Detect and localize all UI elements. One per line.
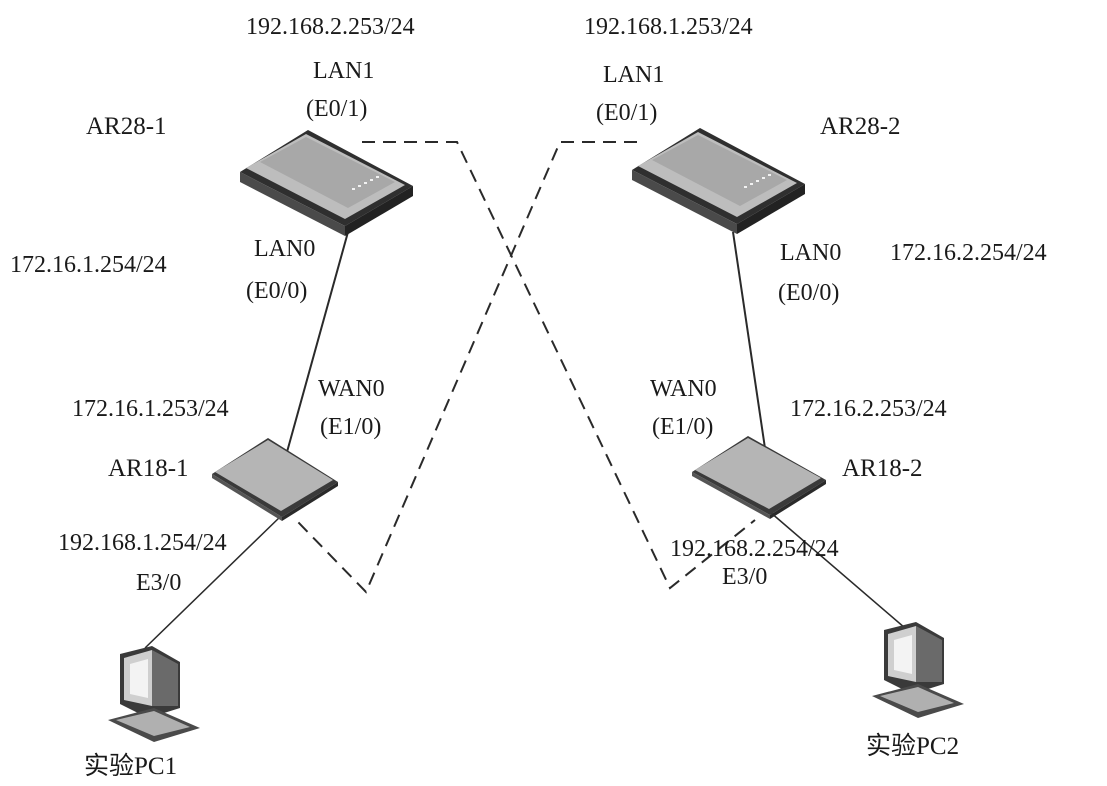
link-ar28-1-to-ar18-1 — [286, 231, 349, 453]
ar18-1-e30-port: E3/0 — [136, 570, 182, 596]
pc1-name: 实验PC1 — [84, 753, 178, 780]
ar18-1-wan0-ip: 172.16.1.253/24 — [72, 396, 229, 422]
pc2-computer-icon — [872, 622, 964, 718]
ar18-2-e30-port: E3/0 — [722, 564, 768, 590]
router-ar18-1-icon — [212, 438, 338, 521]
ar28-2-lan1-name: LAN1 — [603, 62, 665, 88]
router-ar28-2-icon — [632, 128, 805, 234]
ar28-1-lan1-name: LAN1 — [313, 58, 375, 84]
ar28-2-lan0-name: LAN0 — [780, 240, 842, 266]
router-ar28-1-icon — [240, 130, 413, 236]
ar18-1-wan0-port: (E1/0) — [320, 414, 382, 440]
ar18-2-name: AR18-2 — [842, 455, 923, 482]
ar18-2-wan0-ip: 172.16.2.253/24 — [790, 396, 947, 422]
dashed-link-ar28-1-to-ar18-2 — [362, 141, 756, 590]
ar28-2-name: AR28-2 — [820, 113, 901, 140]
ar28-2-lan1-ip: 192.168.1.253/24 — [584, 14, 753, 40]
ar28-1-lan1-port: (E0/1) — [306, 96, 368, 122]
link-ar28-2-to-ar18-2 — [732, 231, 767, 456]
ar18-1-e30-ip: 192.168.1.254/24 — [58, 530, 227, 556]
ar28-1-lan1-ip: 192.168.2.253/24 — [246, 14, 415, 40]
ar18-2-e30-ip: 192.168.2.254/24 — [670, 536, 839, 562]
ar18-1-name: AR18-1 — [108, 455, 189, 482]
ar28-1-name: AR28-1 — [86, 113, 167, 140]
ar18-1-wan0-name: WAN0 — [318, 376, 385, 402]
ar28-2-lan0-port: (E0/0) — [778, 280, 840, 306]
ar28-2-lan1-port: (E0/1) — [596, 100, 658, 126]
link-ar18-2-to-pc2 — [769, 511, 906, 629]
router-ar18-2-icon — [692, 436, 826, 519]
pc1-computer-icon — [108, 646, 200, 742]
ar18-2-wan0-name: WAN0 — [650, 376, 717, 402]
dashed-link-ar28-2-to-ar18-1 — [297, 141, 637, 594]
pc2-name: 实验PC2 — [866, 733, 960, 760]
ar18-2-wan0-port: (E1/0) — [652, 414, 714, 440]
ar28-1-lan0-port: (E0/0) — [246, 278, 308, 304]
ar28-1-lan0-ip: 172.16.1.254/24 — [10, 252, 167, 278]
link-ar18-1-to-pc1 — [144, 514, 283, 649]
ar28-2-lan0-ip: 172.16.2.254/24 — [890, 240, 1047, 266]
ar28-1-lan0-name: LAN0 — [254, 236, 316, 262]
